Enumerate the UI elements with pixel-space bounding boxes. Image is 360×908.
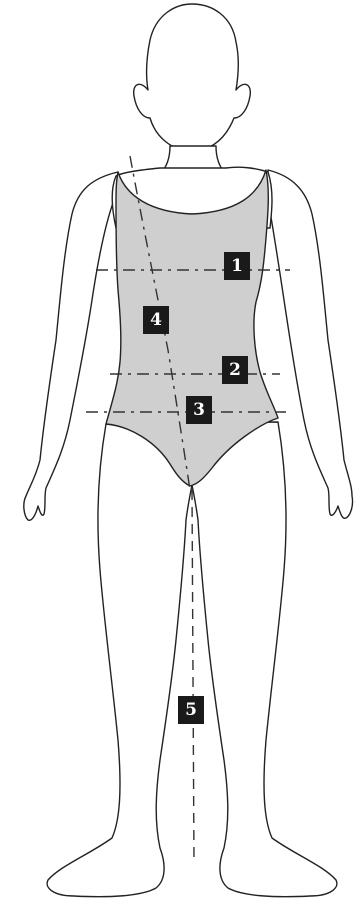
marker-3: 3: [186, 396, 212, 424]
inseam-line: [192, 490, 194, 864]
marker-2: 2: [222, 356, 248, 384]
marker-4-label: 4: [150, 310, 162, 330]
head: [134, 4, 251, 152]
marker-4: 4: [143, 306, 169, 334]
marker-1-label: 1: [231, 256, 243, 276]
marker-5: 5: [178, 696, 204, 724]
marker-5-label: 5: [185, 700, 197, 720]
marker-1: 1: [224, 252, 250, 280]
marker-2-label: 2: [229, 360, 241, 380]
marker-3-label: 3: [193, 400, 205, 420]
